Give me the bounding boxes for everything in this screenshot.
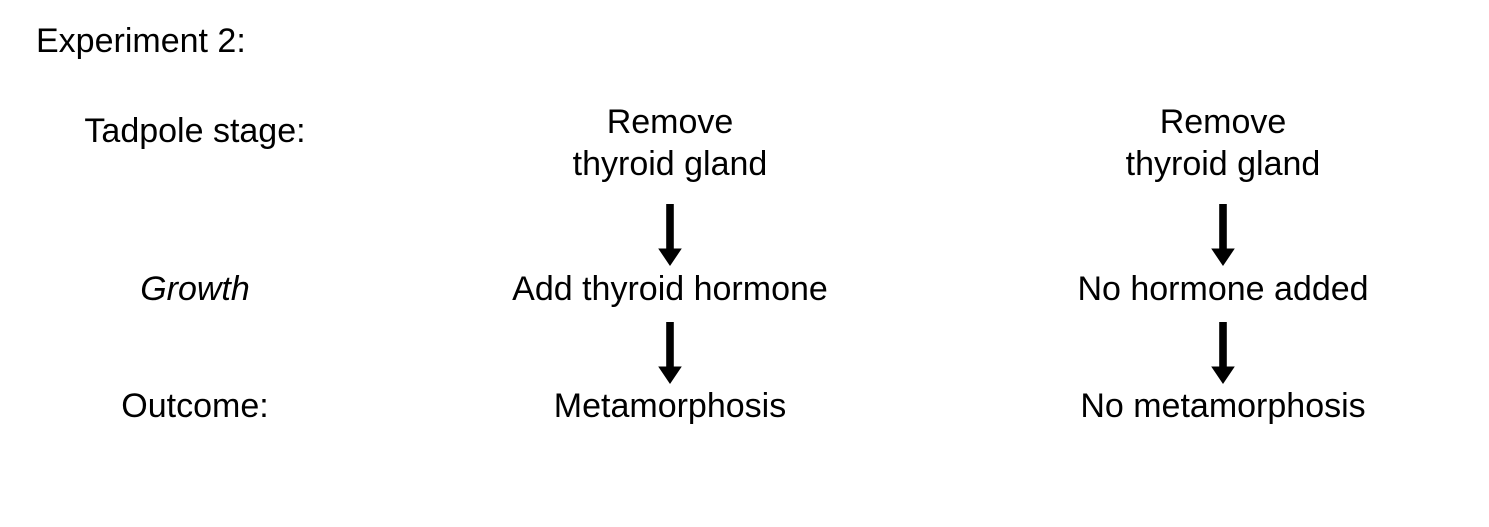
arrow-down-icon (649, 322, 691, 384)
row-label-column: Tadpole stage: Growth Outcome: (20, 0, 370, 527)
experimental-growth-text: Add thyroid hormone (512, 270, 828, 308)
experiment-column-control: Remove thyroid gland No hormone added No… (973, 0, 1473, 527)
control-outcome-step: No metamorphosis (973, 385, 1473, 427)
control-stage-step: Remove thyroid gland (973, 101, 1473, 185)
row-label-tadpole-stage: Tadpole stage: (20, 110, 370, 152)
row-label-tadpole-stage-text: Tadpole stage: (84, 112, 306, 150)
experimental-stage-step: Remove thyroid gland (420, 101, 920, 185)
control-outcome-text: No metamorphosis (1080, 387, 1366, 425)
experimental-stage-text: Remove thyroid gland (572, 103, 768, 183)
control-stage-text: Remove thyroid gland (1125, 103, 1321, 183)
experimental-growth-step: Add thyroid hormone (420, 268, 920, 310)
control-growth-step: No hormone added (973, 268, 1473, 310)
experimental-outcome-step: Metamorphosis (420, 385, 920, 427)
experimental-outcome-text: Metamorphosis (553, 387, 787, 425)
page-title: Experiment 2: (36, 22, 246, 60)
row-label-outcome: Outcome: (20, 385, 370, 427)
row-label-outcome-text: Outcome: (121, 387, 269, 425)
experiment-column-experimental: Remove thyroid gland Add thyroid hormone… (420, 0, 920, 527)
control-growth-text: No hormone added (1077, 270, 1369, 308)
row-label-growth: Growth (20, 268, 370, 310)
arrow-down-icon (1202, 204, 1244, 266)
arrow-down-icon (1202, 322, 1244, 384)
row-label-growth-text: Growth (140, 270, 250, 308)
arrow-down-icon (649, 204, 691, 266)
